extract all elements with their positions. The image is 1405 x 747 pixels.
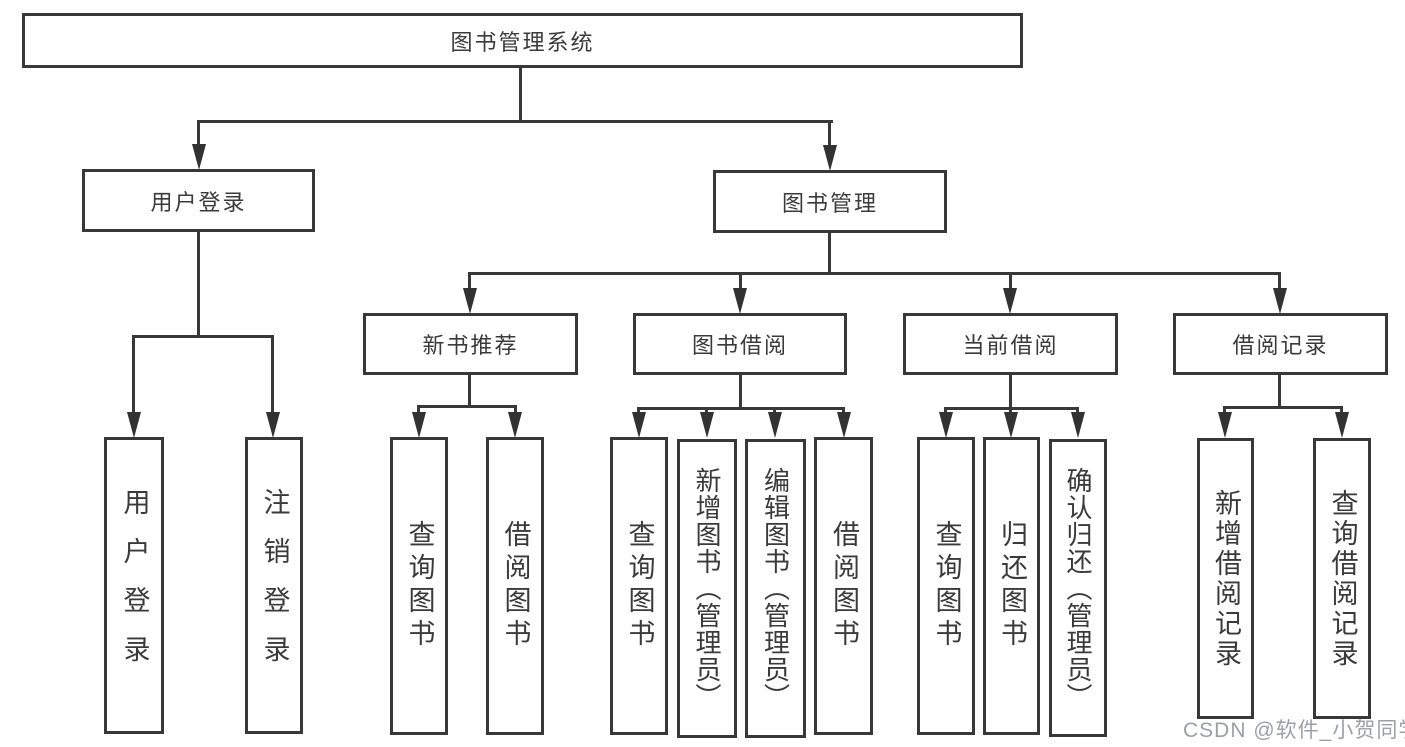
leaf-query-books-recommend: 查询图书	[390, 437, 448, 735]
connector-line	[1223, 406, 1226, 413]
connector-line	[1009, 272, 1012, 288]
leaf-add-books-admin: 新增图书（管理员）	[677, 439, 737, 738]
connector-line	[773, 407, 776, 413]
arrow-down-icon	[632, 412, 646, 438]
node-label: 图书管理	[781, 190, 878, 216]
node-label: 借阅记录	[1232, 333, 1329, 358]
arrow-down-icon	[266, 412, 280, 438]
connector-user-login-stub	[197, 230, 200, 335]
arrow-down-icon	[508, 412, 522, 438]
connector-line	[514, 405, 517, 413]
leaf-return-books: 归还图书	[983, 437, 1040, 735]
leaf-label: 确认归还（管理员）	[1063, 466, 1093, 710]
connector-line	[739, 272, 742, 288]
arrow-down-icon	[463, 288, 477, 314]
arrow-down-icon	[823, 145, 837, 171]
arrow-down-icon	[1335, 412, 1349, 438]
arrow-down-icon	[1273, 288, 1287, 314]
arrow-down-icon	[1003, 288, 1017, 314]
leaf-user-login: 用户登录	[104, 437, 164, 734]
connector-line	[637, 407, 640, 413]
arrow-down-icon	[192, 144, 206, 170]
connector-line	[944, 407, 947, 413]
leaf-label: 查询图书	[931, 520, 962, 652]
leaf-label: 编辑图书（管理员）	[760, 467, 791, 710]
leaf-query-books-current: 查询图书	[917, 437, 975, 735]
leaf-label: 新增图书（管理员）	[692, 467, 722, 710]
arrow-down-icon	[939, 412, 953, 438]
arrow-down-icon	[1218, 412, 1232, 438]
leaf-add-borrow-record: 新增借阅记录	[1197, 438, 1254, 719]
arrow-down-icon	[768, 412, 782, 438]
node-new-book-recommend: 新书推荐	[363, 313, 578, 375]
connector-line	[705, 407, 708, 413]
connector-current-stub	[1009, 373, 1012, 407]
connector-line	[468, 272, 471, 288]
connector-level3-branch	[468, 272, 1281, 275]
node-library-management-system: 图书管理系统	[22, 13, 1023, 68]
node-label: 图书管理系统	[450, 29, 595, 55]
leaf-label: 查询图书	[404, 520, 435, 652]
leaf-confirm-return-admin: 确认归还（管理员）	[1049, 439, 1107, 737]
leaf-label: 查询借阅记录	[1327, 488, 1358, 669]
connector-book-mgmt-stub	[828, 231, 831, 272]
connector-line	[1340, 406, 1343, 413]
connector-line	[1278, 272, 1281, 288]
csdn-watermark: CSDN @软件_小贺同学	[1183, 719, 1405, 742]
leaf-borrow-books: 借阅图书	[814, 437, 873, 735]
connector-line	[1076, 407, 1079, 413]
connector-line	[417, 405, 420, 413]
connector-records-stub	[1278, 373, 1281, 406]
connector-borrow-branch	[637, 407, 845, 410]
arrow-down-icon	[127, 412, 141, 438]
leaf-edit-books-admin: 编辑图书（管理员）	[745, 439, 806, 738]
leaf-logout: 注销登录	[245, 437, 303, 734]
leaf-label: 新增借阅记录	[1211, 488, 1241, 669]
arrow-down-icon	[1004, 412, 1018, 438]
leaf-borrow-books-recommend: 借阅图书	[486, 437, 544, 735]
connector-line	[842, 407, 845, 413]
node-current-borrow: 当前借阅	[903, 313, 1118, 375]
connector-line	[271, 335, 274, 413]
connector-line	[132, 335, 135, 413]
connector-level2-branch	[197, 120, 833, 123]
connector-line	[1009, 407, 1012, 413]
leaf-label: 归还图书	[997, 520, 1027, 652]
leaf-label: 查询图书	[624, 520, 655, 652]
node-book-borrow: 图书借阅	[633, 313, 847, 375]
node-label: 图书借阅	[691, 333, 788, 358]
leaf-label: 借阅图书	[829, 520, 859, 652]
leaf-query-books-borrow: 查询图书	[610, 437, 668, 735]
node-label: 新书推荐	[422, 333, 519, 358]
leaf-label: 借阅图书	[500, 520, 531, 652]
connector-recommend-stub	[468, 373, 471, 405]
connector-root-stub	[519, 66, 522, 120]
leaf-query-borrow-record: 查询借阅记录	[1313, 438, 1371, 719]
connector-line	[828, 120, 831, 147]
node-book-management: 图书管理	[713, 170, 947, 233]
connector-records-branch	[1223, 406, 1343, 409]
leaf-label: 用户登录	[119, 487, 150, 684]
node-label: 当前借阅	[962, 333, 1059, 358]
arrow-down-icon	[733, 288, 747, 314]
arrow-down-icon	[412, 412, 426, 438]
node-borrow-records: 借阅记录	[1173, 313, 1388, 375]
arrow-down-icon	[700, 412, 714, 438]
leaf-label: 注销登录	[259, 487, 290, 684]
connector-borrow-stub	[739, 373, 742, 407]
connector-user-login-branch	[132, 335, 274, 338]
arrow-down-icon	[1071, 412, 1085, 438]
node-label: 用户登录	[150, 189, 247, 215]
arrow-down-icon	[837, 412, 851, 438]
connector-line	[197, 120, 200, 146]
node-user-login: 用户登录	[82, 169, 315, 232]
connector-recommend-branch	[417, 405, 517, 408]
